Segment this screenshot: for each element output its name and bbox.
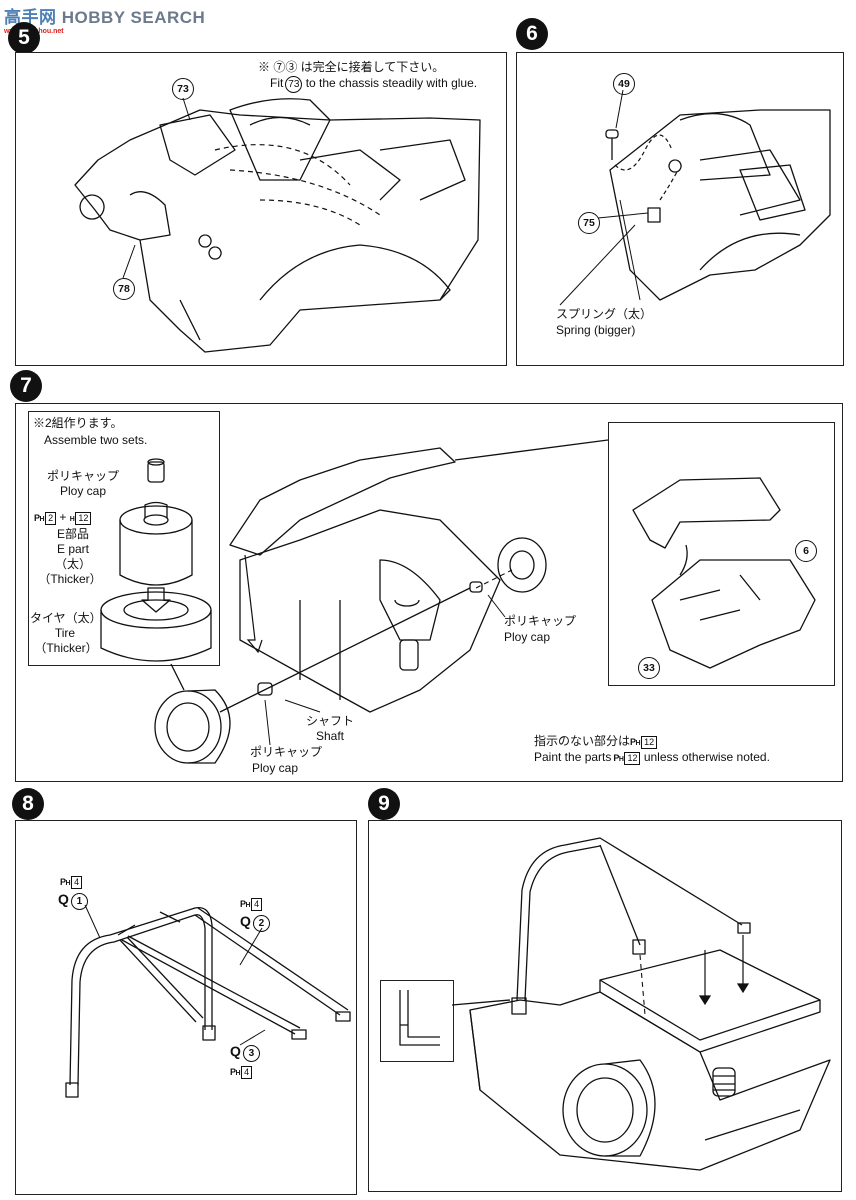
spring-label-jp: スプリング（太）	[556, 307, 653, 321]
polycap3-label-jp: ポリキャップ	[250, 745, 323, 759]
step-number-7: 7	[10, 370, 42, 402]
part-49-label: 49	[613, 73, 635, 95]
step-5-note-jp: ※ ⑦③ は完全に接着して下さい。	[258, 60, 445, 74]
step-number-6: 6	[516, 18, 548, 50]
step-number-9: 9	[368, 788, 400, 820]
polycap2-label-jp: ポリキャップ	[504, 614, 577, 628]
shaft-label-en: Shaft	[315, 729, 345, 743]
step-5-panel	[15, 52, 507, 366]
epart-thick-jp: （太）	[54, 557, 91, 571]
polycap-label-en: Ploy cap	[59, 484, 107, 498]
step-number-8: 8	[12, 788, 44, 820]
step-9-detail-inset	[380, 980, 454, 1062]
tire-label-jp: タイヤ（太）	[30, 611, 102, 625]
epart-label-jp: E部品	[56, 527, 89, 541]
watermark-brand: 高手网 HOBBY SEARCH	[4, 8, 206, 27]
epart-label-en: E part	[56, 542, 89, 556]
epart-thick-en: （Thicker）	[38, 572, 102, 586]
spring-label-en: Spring (bigger)	[556, 323, 636, 337]
part-78-label: 78	[113, 278, 135, 300]
inset-note-jp: ※2組作ります。	[33, 416, 123, 430]
polycap3-label-en: Ploy cap	[252, 761, 299, 775]
inset-note-en: Assemble two sets.	[44, 433, 148, 447]
tire-thick-en: （Thicker）	[34, 641, 98, 655]
polycap2-label-en: Ploy cap	[504, 630, 551, 644]
part-6-label: 6	[795, 540, 817, 562]
part-73-label: 73	[172, 78, 194, 100]
polycap-label-jp: ポリキャップ	[46, 469, 119, 483]
part-33-label: 33	[638, 657, 660, 679]
part-75-label: 75	[578, 212, 600, 234]
shaft-label-jp: シャフト	[305, 714, 354, 728]
step-number-5: 5	[8, 22, 40, 54]
tire-label-en: Tire	[54, 626, 76, 640]
